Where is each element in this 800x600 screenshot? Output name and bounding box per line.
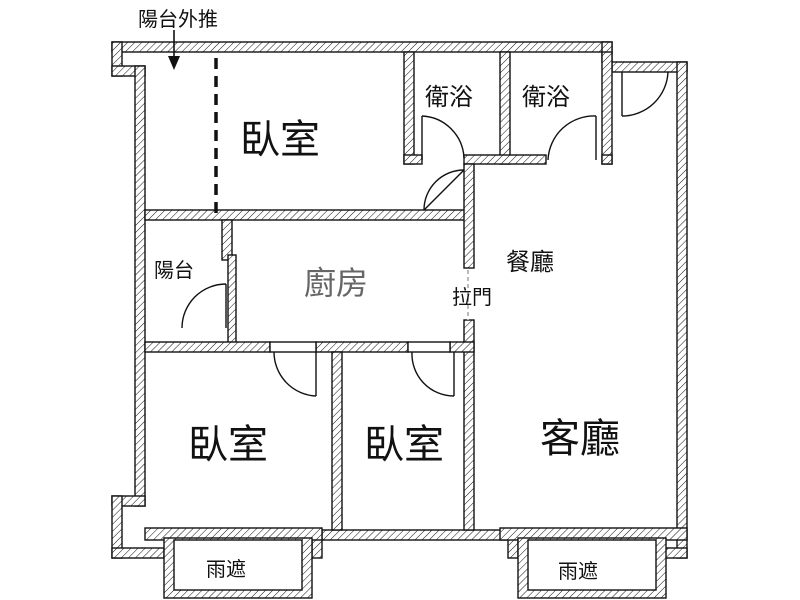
canopy-label-right: 雨遮 bbox=[558, 559, 598, 583]
room-label-bedroom-left: 臥室 bbox=[188, 422, 268, 468]
interior-walls bbox=[144, 51, 613, 531]
canopy-left bbox=[163, 537, 313, 599]
exterior-walls bbox=[111, 41, 688, 559]
annotation-label: 陽台外推 bbox=[138, 7, 218, 31]
annotation-arrow bbox=[168, 30, 180, 70]
room-label-bedroom-top: 臥室 bbox=[240, 117, 320, 163]
room-label-bath-right: 衛浴 bbox=[522, 83, 570, 111]
room-label-living: 客廳 bbox=[540, 416, 620, 462]
sliding-door-label: 拉門 bbox=[452, 285, 492, 309]
canopy-label-left: 雨遮 bbox=[206, 557, 246, 581]
room-label-bedroom-mid: 臥室 bbox=[364, 422, 444, 468]
room-label-dining: 餐廳 bbox=[506, 248, 554, 276]
room-label-balcony: 陽台 bbox=[154, 258, 194, 282]
canopy-right bbox=[517, 537, 667, 599]
doors bbox=[181, 71, 669, 397]
room-label-kitchen: 廚房 bbox=[304, 264, 368, 302]
room-label-bath-left: 衛浴 bbox=[425, 83, 473, 111]
